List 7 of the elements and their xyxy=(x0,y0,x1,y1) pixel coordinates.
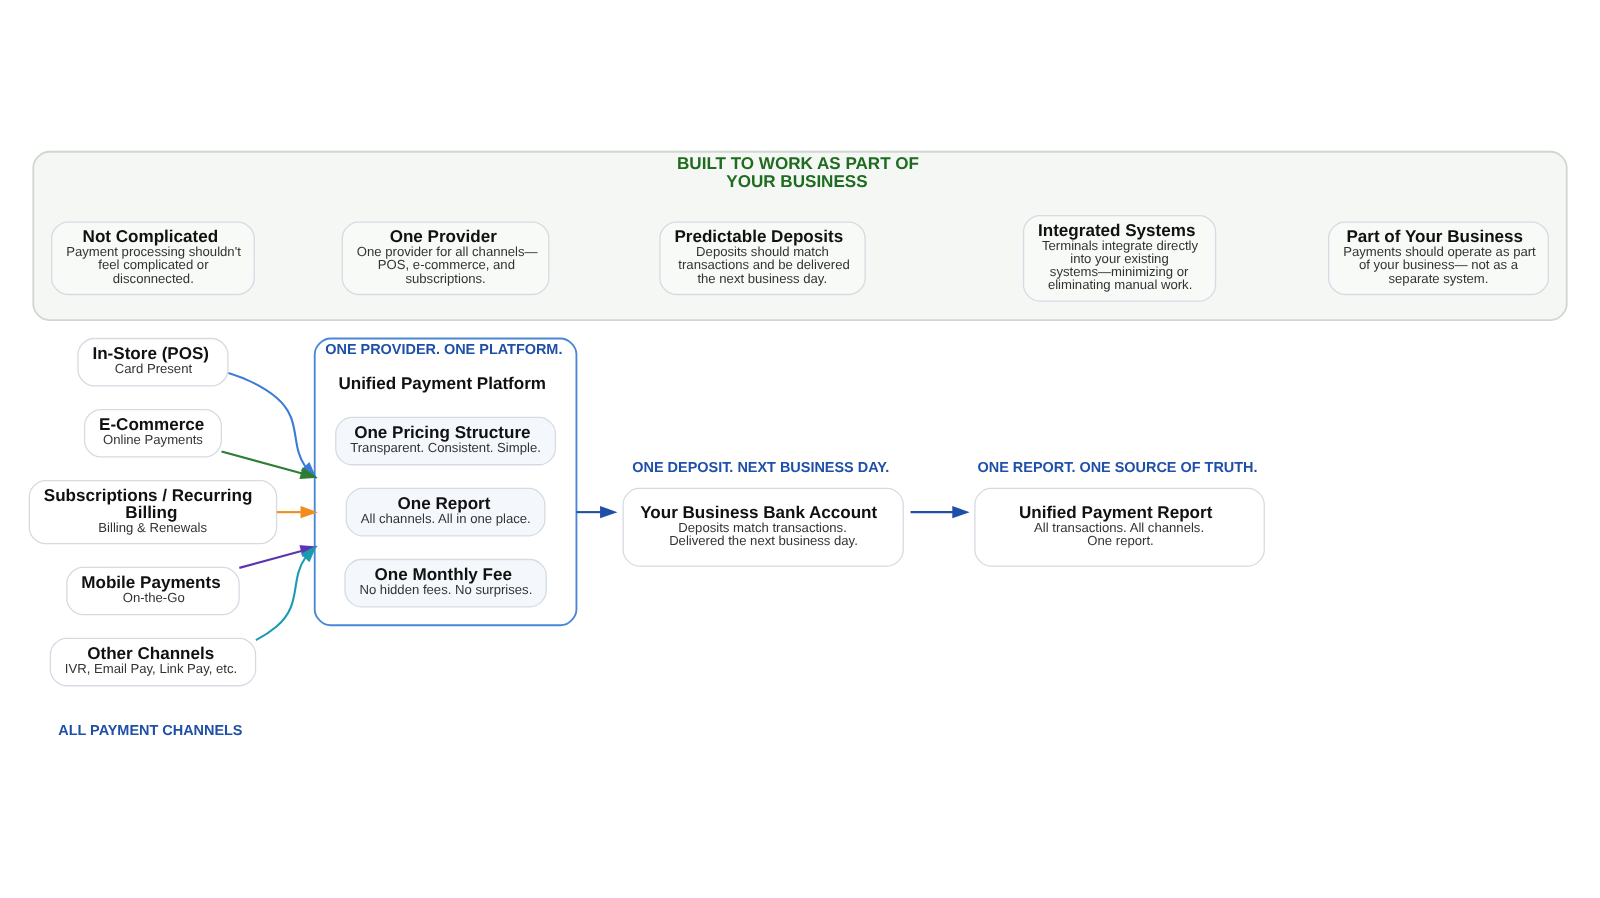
node-label: ONE PROVIDER. ONE PLATFORM. xyxy=(325,340,563,359)
arrow xyxy=(576,506,618,519)
arrow xyxy=(910,506,970,519)
node-label: ONE REPORT. ONE SOURCE OF TRUTH. xyxy=(977,458,1258,477)
label: ALL PAYMENT CHANNELS xyxy=(58,721,243,740)
node-label: ONE DEPOSIT. NEXT BUSINESS DAY. xyxy=(632,458,890,477)
arrow xyxy=(276,506,318,519)
